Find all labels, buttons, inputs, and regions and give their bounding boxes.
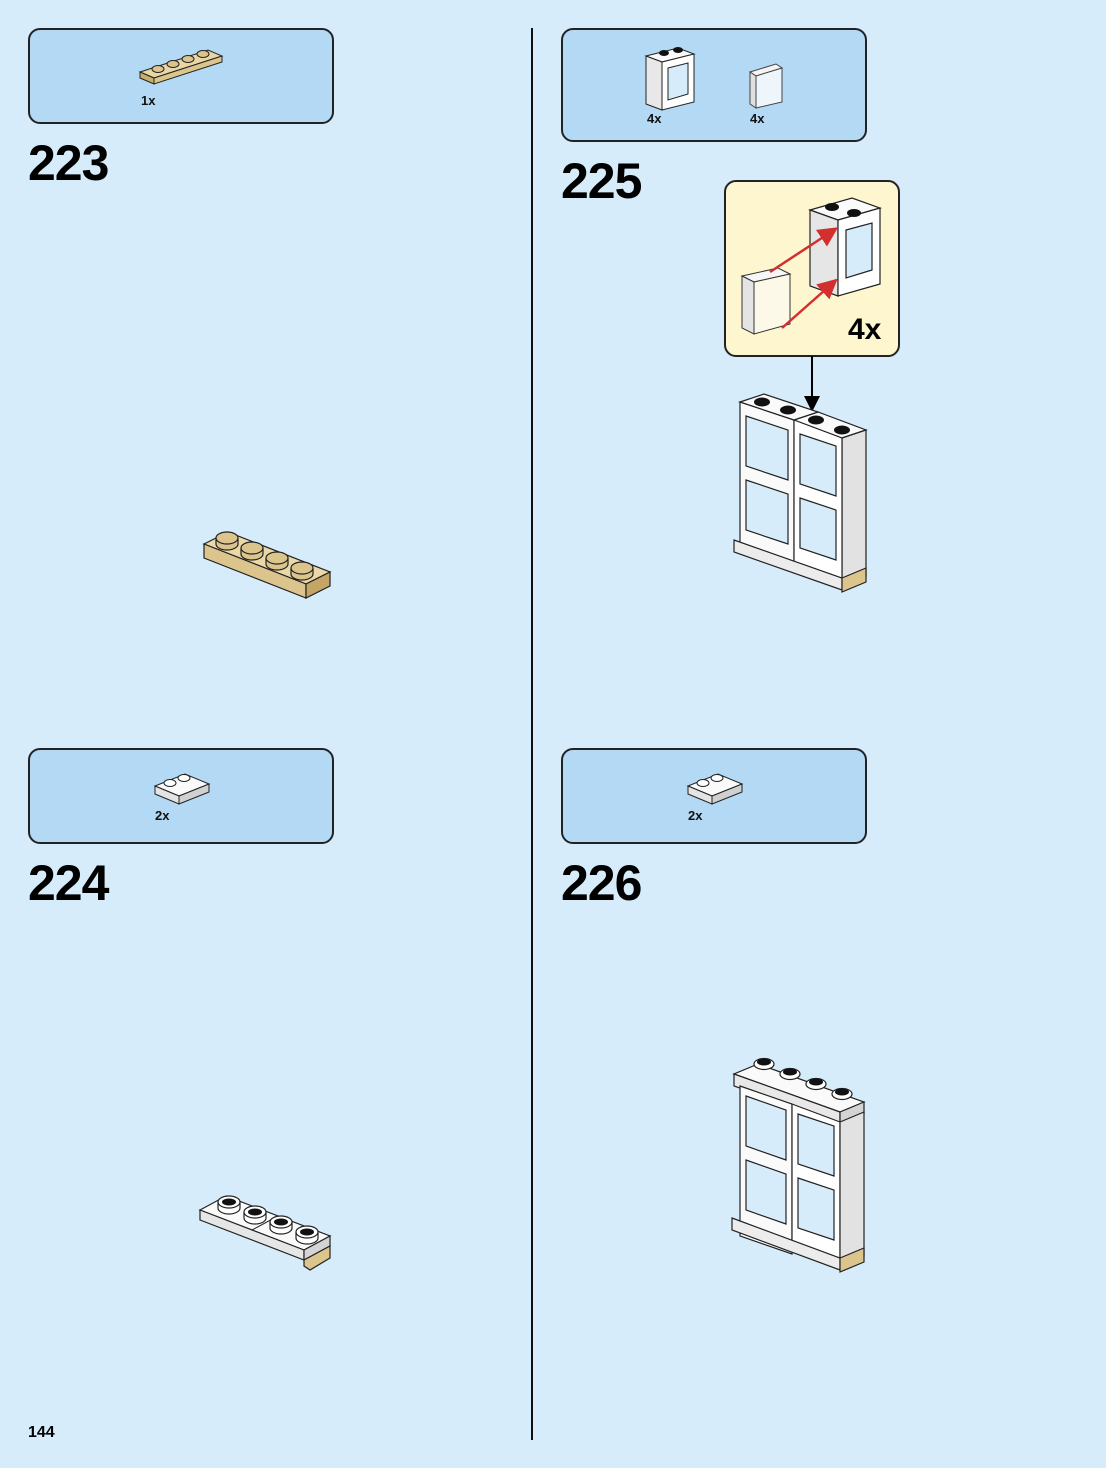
part-icon-tan-plate <box>138 49 224 85</box>
model-tan-plate <box>202 531 332 599</box>
parts-list-223 <box>28 28 334 124</box>
part-qty: 4x <box>647 111 662 126</box>
part-qty: 2x <box>688 808 703 823</box>
part-qty: 2x <box>155 808 170 823</box>
parts-list-225 <box>561 28 867 142</box>
part-icon-white-plate-rail <box>153 773 211 805</box>
part-qty: 1x <box>141 93 156 108</box>
part-icon-white-plate-rail <box>686 773 744 805</box>
callout-qty: 4x <box>848 313 882 346</box>
part-qty: 4x <box>750 111 765 126</box>
part-icon-window-glass <box>748 63 784 109</box>
callout-down-arrow <box>804 356 820 412</box>
model-window-wall-226 <box>731 1057 866 1273</box>
step-number-225: 225 <box>561 153 642 209</box>
step-number-226: 226 <box>561 855 642 911</box>
step-number-224: 224 <box>28 855 109 911</box>
assembly-arrows <box>769 227 839 329</box>
callout-window-glass <box>740 267 792 335</box>
model-window-wall-225 <box>733 393 868 593</box>
step-number-223: 223 <box>28 135 109 191</box>
page-number: 144 <box>28 1424 55 1441</box>
column-divider <box>531 28 533 1440</box>
model-rail-plates <box>198 1195 332 1271</box>
part-icon-window-frame <box>644 47 696 111</box>
